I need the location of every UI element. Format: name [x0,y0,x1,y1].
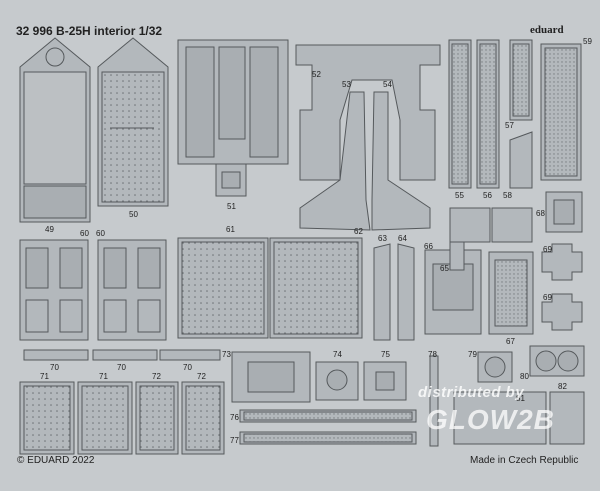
part-59 [540,43,582,181]
part-label: 76 [230,413,239,422]
part-label: 74 [333,350,342,359]
part-69-top [541,243,583,281]
part-label: 59 [583,37,592,46]
watermark-text: distributed by [418,384,525,401]
part-68 [545,191,583,233]
part-54 [371,91,431,231]
part-82 [549,391,585,445]
part-label: 62 [354,227,363,236]
part-49 [19,37,91,223]
part-label: 53 [342,80,351,89]
part-label: 70 [183,363,192,372]
part-76 [239,409,417,423]
part-73 [231,351,311,403]
part-71-b [77,381,133,455]
made-in-text: Made in Czech Republic [470,455,579,466]
part-label: 60 [80,229,89,238]
part-label: 60 [96,229,105,238]
part-label: 69 [543,245,552,254]
part-50 [97,37,169,207]
part-label: 77 [230,436,239,445]
part-label: 71 [40,372,49,381]
part-label: 78 [428,350,437,359]
part-label: 70 [117,363,126,372]
part-60-left [19,239,89,341]
part-71-a [19,381,75,455]
part-80 [529,345,585,377]
part-label: 63 [378,234,387,243]
part-60-right [97,239,167,341]
part-72-b [181,381,225,455]
part-label: 80 [520,372,529,381]
copyright-text: © EDUARD 2022 [17,455,95,466]
part-label: 52 [312,70,321,79]
part-67 [488,251,534,335]
part-75 [363,361,407,401]
part-55 [448,39,472,189]
part-57 [509,39,533,121]
part-label: 57 [505,121,514,130]
part-label: 69 [543,293,552,302]
part-label: 82 [558,382,567,391]
part-label: 72 [197,372,206,381]
part-label: 71 [99,372,108,381]
part-52 [295,44,441,181]
part-label: 73 [222,350,231,359]
part-51 [177,39,289,197]
part-66 [449,239,465,271]
part-label: 65 [440,264,449,273]
part-label: 79 [468,350,477,359]
part-label: 67 [506,337,515,346]
part-68-pair [449,207,533,243]
part-64 [397,243,415,341]
part-label: 56 [483,191,492,200]
part-label: 75 [381,350,390,359]
part-81 [453,391,547,445]
part-label: 70 [50,363,59,372]
sheet-title: 32 996 B-25H interior 1/32 [16,24,163,38]
part-79 [477,351,513,383]
part-70-a [23,349,89,361]
part-label: 68 [536,209,545,218]
watermark-logo: GLOW2B [426,404,555,435]
part-74 [315,361,359,401]
part-62 [269,237,363,339]
part-label: 49 [45,225,54,234]
part-70-c [159,349,221,361]
part-label: 64 [398,234,407,243]
part-label: 61 [226,225,235,234]
part-72-a [135,381,179,455]
part-53 [299,91,371,231]
part-label: 54 [383,80,392,89]
part-63 [373,243,391,341]
part-69-bottom [541,293,583,331]
part-58 [509,131,533,189]
part-label: 55 [455,191,464,200]
part-label: 81 [516,394,525,403]
part-56 [476,39,500,189]
part-label: 51 [227,202,236,211]
part-70-b [92,349,158,361]
brand-logo: eduard [530,24,564,36]
part-label: 50 [129,210,138,219]
part-78 [429,355,439,447]
part-label: 58 [503,191,512,200]
part-61 [177,237,269,339]
part-77 [239,431,417,445]
part-label: 66 [424,242,433,251]
part-label: 72 [152,372,161,381]
